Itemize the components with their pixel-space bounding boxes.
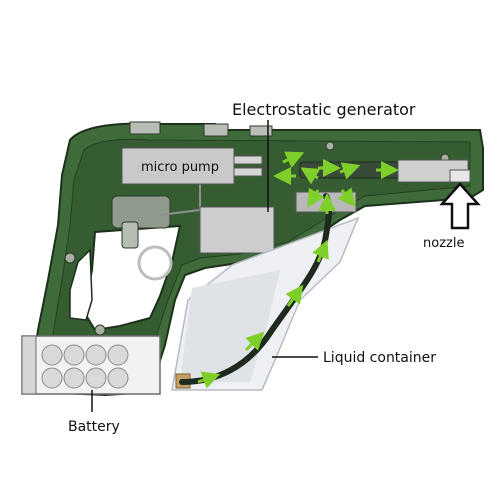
micro-pump-label: micro pump (141, 160, 219, 175)
screw (64, 252, 76, 264)
battery-label: Battery (68, 419, 120, 435)
battery-end-cap (21, 335, 37, 395)
trigger-mechanism (111, 195, 171, 229)
flow-arrow-icon (282, 151, 305, 168)
battery-pack: Battery (21, 335, 161, 435)
battery-cell-icon (41, 344, 63, 366)
flow-arrow-icon (285, 284, 304, 307)
top-bracket (249, 125, 273, 137)
screw (325, 141, 335, 151)
nozzle-tip (449, 169, 471, 183)
flow-arrow-icon (300, 167, 321, 185)
sprayer-body (30, 121, 484, 397)
hollow-up-arrow-icon (439, 182, 481, 230)
trigger-ring (137, 245, 173, 281)
flow-arrow-icon (312, 239, 329, 263)
nozzle-label: nozzle (423, 236, 464, 251)
nozzle-indicator: nozzle (423, 182, 481, 251)
grip-opening (69, 248, 93, 321)
trigger-lever (121, 221, 139, 249)
micro-pump-port (233, 155, 263, 165)
flow-arrow-icon (197, 371, 221, 389)
top-bracket (203, 123, 229, 137)
battery-cell-icon (85, 367, 107, 389)
micro-pump-housing (121, 147, 235, 185)
micro-pump: micro pump (121, 147, 263, 185)
screw (94, 324, 106, 336)
container-label: Liquid container (323, 350, 436, 366)
micro-pump-port (233, 167, 263, 177)
top-bracket (129, 121, 161, 135)
flow-arrow-icon (244, 331, 265, 352)
battery-cell-icon (85, 344, 107, 366)
generator-box (199, 206, 275, 254)
flow-path (197, 151, 399, 389)
battery-cell-icon (41, 367, 63, 389)
battery-cell-icon (107, 344, 129, 366)
flow-arrow-icon (307, 187, 325, 208)
flow-arrow-icon (339, 162, 361, 180)
battery-cells (41, 344, 129, 389)
flow-arrow-icon (337, 187, 356, 208)
battery-cell-icon (63, 344, 85, 366)
generator-label: Electrostatic generator (232, 100, 416, 119)
electrostatic-generator: Electrostatic generator (199, 100, 416, 254)
battery-cell-icon (107, 367, 129, 389)
battery-cell-icon (63, 367, 85, 389)
